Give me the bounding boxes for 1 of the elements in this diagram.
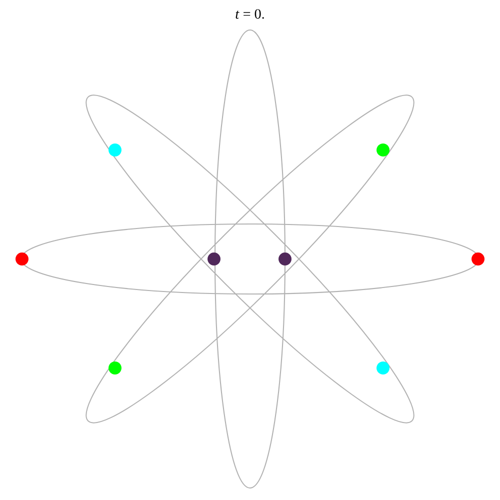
title: t = 0. [236, 9, 264, 19]
